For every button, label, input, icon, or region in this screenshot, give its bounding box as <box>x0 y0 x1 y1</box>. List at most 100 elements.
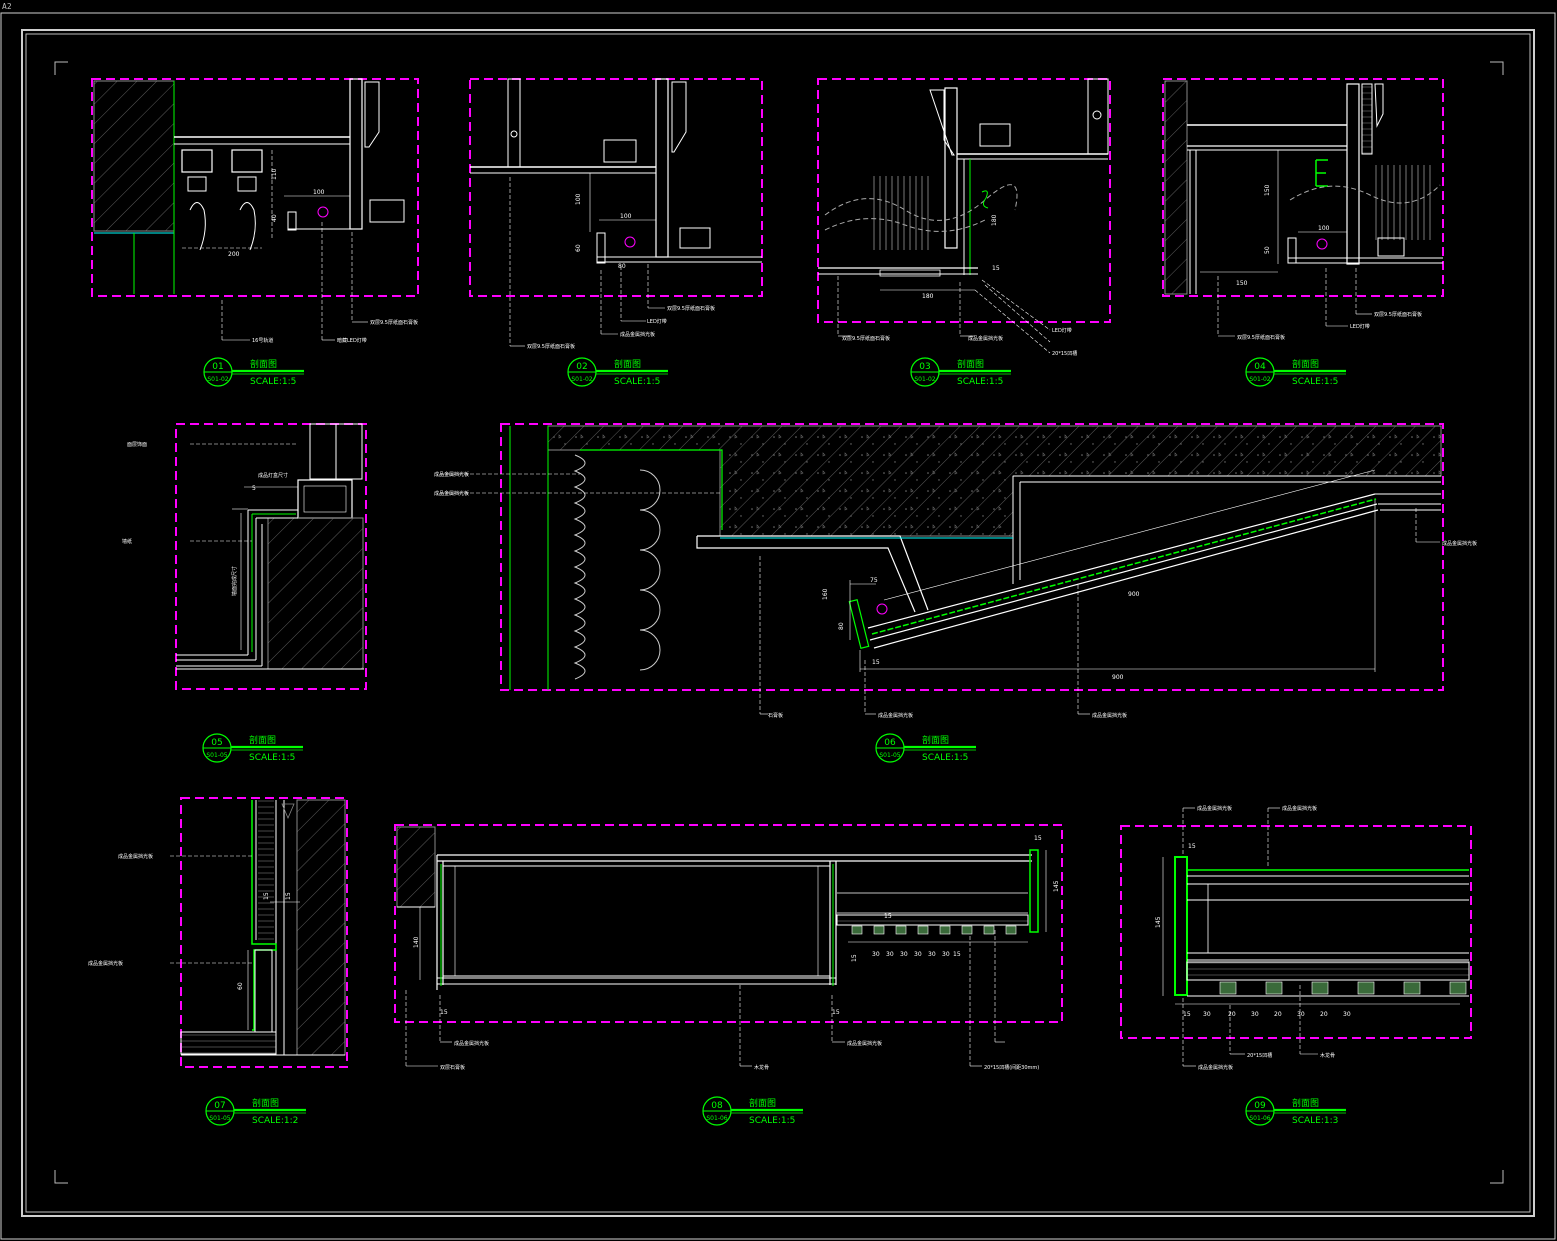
detail-06: 75 160 80 15 900 900 石膏板 成品金属挡光板 成品金属挡光板… <box>434 423 1477 719</box>
detail-06-note: 成品金属挡光板 <box>1092 712 1127 719</box>
detail-04-number: 04 <box>1254 362 1266 372</box>
detail-02-title: 剖面图 <box>614 358 641 370</box>
detail-06-note: 成品金属挡光板 <box>434 471 469 478</box>
detail-07-title: 剖面图 <box>252 1097 279 1109</box>
detail-02-note: 双层9.5厚纸面石膏板 <box>527 343 575 350</box>
detail-03-note: 成品金属挡光板 <box>968 335 1003 342</box>
detail-04-note: 双层9.5厚纸面石膏板 <box>1237 334 1285 341</box>
detail-09-note: 木龙骨 <box>1320 1052 1335 1059</box>
detail-04-dim: 150 <box>1264 184 1271 196</box>
detail-08-dim: 30 <box>914 951 922 958</box>
detail-09-dim: 30 <box>1297 1011 1305 1018</box>
detail-03-note: LED灯带 <box>1052 327 1072 334</box>
detail-09-sheet-ref: S01-06 <box>1249 1115 1270 1122</box>
detail-09-dim: 15 <box>1183 1011 1191 1018</box>
detail-01-dim: 110 <box>271 168 278 180</box>
detail-08-dim: 30 <box>942 951 950 958</box>
detail-01-sheet-ref: S01-02 <box>207 376 228 383</box>
detail-01-dim: 200 <box>228 251 240 258</box>
detail-07-scale: SCALE:1:2 <box>252 1116 298 1126</box>
detail-06-dim: 160 <box>822 588 829 600</box>
detail-09-dim: 15 <box>1188 843 1196 850</box>
detail-06-note: 石膏板 <box>768 712 783 719</box>
detail-03-title: 剖面图 <box>957 358 984 370</box>
detail-03-dim: 180 <box>991 214 998 226</box>
detail-09-groove-row <box>1219 981 1467 995</box>
detail-06-dim: 900 <box>1112 674 1124 681</box>
detail-08-note: 20*15凹槽(间距30mm) <box>984 1064 1039 1071</box>
detail-05-note: 墙面完成尺寸 <box>231 566 238 596</box>
detail-05-title: 剖面图 <box>249 734 276 746</box>
detail-09-note: 成品金属挡光板 <box>1197 805 1232 812</box>
detail-08-dim: 30 <box>928 951 936 958</box>
detail-08-dim: 30 <box>872 951 880 958</box>
detail-03-dim: 15 <box>992 265 1000 272</box>
detail-03-scale: SCALE:1:5 <box>957 377 1003 387</box>
detail-04-sheet-ref: S01-02 <box>1249 376 1270 383</box>
detail-05-scale: SCALE:1:5 <box>249 753 295 763</box>
detail-06-dim: 900 <box>1128 591 1140 598</box>
detail-09-dim: 20 <box>1228 1011 1236 1018</box>
detail-07-dim: 15 <box>285 892 292 900</box>
detail-09-note: 成品金属挡光板 <box>1198 1064 1233 1071</box>
detail-08-dim: 145 <box>1053 880 1060 892</box>
detail-05-note: 墙纸 <box>122 538 132 545</box>
detail-05-sheet-ref: S01-05 <box>206 752 227 759</box>
detail-05-border <box>175 423 367 690</box>
detail-02-note: 成品金属挡光板 <box>620 331 655 338</box>
detail-08-dim: 15 <box>953 951 961 958</box>
detail-09-dim: 20 <box>1274 1011 1282 1018</box>
detail-03-sheet-ref: S01-02 <box>914 376 935 383</box>
detail-09-border <box>1120 825 1472 1039</box>
detail-06-note: 成品金属挡光板 <box>878 712 913 719</box>
detail-06-title: 剖面图 <box>922 734 949 746</box>
detail-06-number: 06 <box>884 738 896 748</box>
sheet-tag: A2 <box>2 2 12 11</box>
detail-03: 180 180 15 双层9.5厚纸面石膏板 成品金属挡光板 LED灯带 20*… <box>817 78 1111 357</box>
detail-09-dim: 30 <box>1203 1011 1211 1018</box>
detail-06-note: 成品金属挡光板 <box>434 490 469 497</box>
detail-04-scale: SCALE:1:5 <box>1292 377 1338 387</box>
detail-05: 5 面层饰面 墙纸 成品灯盒尺寸 墙面完成尺寸 <box>122 423 367 690</box>
detail-07: 15 15 60 成品金属挡光板 成品金属挡光板 <box>88 797 348 1068</box>
detail-01-note: 16号轨道 <box>252 337 273 344</box>
detail-05-dim: 5 <box>252 485 256 492</box>
detail-08-dim: 15 <box>832 1009 840 1016</box>
detail-07-note: 成品金属挡光板 <box>118 853 153 860</box>
detail-06-note: 成品金属挡光板 <box>1442 540 1477 547</box>
detail-08-dim: 15 <box>884 913 892 920</box>
detail-03-note: 双层9.5厚纸面石膏板 <box>842 335 890 342</box>
detail-08-dim: 15 <box>440 1009 448 1016</box>
detail-05-note: 成品灯盒尺寸 <box>258 472 288 479</box>
detail-01: 100 40 110 200 16号轨道 暗藏LED灯带 双层9.5厚纸面石膏板 <box>91 78 419 344</box>
detail-07-dim: 15 <box>263 892 270 900</box>
detail-04-dim: 50 <box>1264 246 1271 254</box>
title-blocks: 01S01-02剖面图SCALE:1:502S01-02剖面图SCALE:1:5… <box>202 357 1346 1126</box>
detail-08-note: 成品金属挡光板 <box>454 1040 489 1047</box>
detail-04-dim: 150 <box>1236 280 1248 287</box>
sheet-frame <box>0 12 1556 1240</box>
detail-01-note: 双层9.5厚纸面石膏板 <box>370 319 418 326</box>
detail-08-groove-row <box>851 925 1017 935</box>
detail-09-dim: 20 <box>1320 1011 1328 1018</box>
detail-07-number: 07 <box>214 1101 225 1111</box>
detail-01-number: 01 <box>212 362 223 372</box>
detail-08: 15 140 15 15 15 145 30 30 30 30 30 30 15… <box>394 824 1063 1071</box>
detail-04: 150 50 100 150 双层9.5厚纸面石膏板 LED灯带 双层9.5厚纸… <box>1162 78 1444 341</box>
detail-04-note: LED灯带 <box>1350 323 1370 330</box>
detail-08-title: 剖面图 <box>749 1097 776 1109</box>
detail-03-note: 20*15凹槽 <box>1052 350 1077 357</box>
detail-06-sheet-ref: S01-05 <box>879 752 900 759</box>
detail-08-dim: 15 <box>851 954 858 962</box>
detail-02-dim: 60 <box>575 244 582 252</box>
detail-08-sheet-ref: S01-06 <box>706 1115 727 1122</box>
detail-02-dim: 100 <box>575 193 582 205</box>
detail-06-scale: SCALE:1:5 <box>922 753 968 763</box>
detail-08-dim: 30 <box>886 951 894 958</box>
detail-09-dim: 145 <box>1155 916 1162 928</box>
detail-08-dim: 15 <box>1034 835 1042 842</box>
detail-01-note: 暗藏LED灯带 <box>337 337 367 344</box>
detail-08-note: 木龙骨 <box>754 1064 769 1071</box>
detail-08-number: 08 <box>711 1101 723 1111</box>
detail-06-dim: 75 <box>870 577 878 584</box>
